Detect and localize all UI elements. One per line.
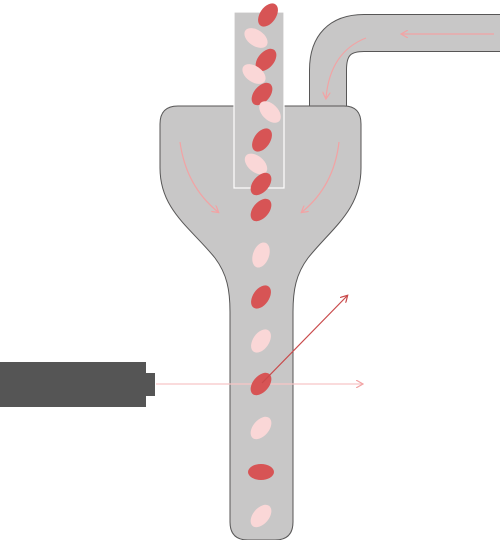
cell-light [250, 416, 272, 440]
cell-light [244, 28, 268, 48]
cell-dark [251, 285, 271, 309]
laser-body [0, 362, 146, 407]
laser-nozzle [146, 373, 155, 396]
cell-dark [252, 128, 272, 152]
flow-chamber [159, 105, 362, 540]
sheath-flow-arrows [179, 34, 494, 212]
cell-dark [251, 82, 273, 106]
cell-dark [250, 172, 272, 196]
cell-dark [255, 48, 277, 72]
sheath-inlet-pipe [309, 14, 500, 118]
cell-dark [258, 3, 278, 27]
right-swirl-arrow [302, 141, 340, 212]
elbow-flow-arrow [326, 37, 367, 98]
left-swirl-arrow [179, 141, 218, 212]
cell-light [251, 329, 271, 353]
cell-light [242, 64, 266, 84]
cell-dark [248, 464, 274, 480]
cell-light [252, 242, 270, 268]
laser-source [0, 362, 155, 407]
cell-light [259, 101, 281, 123]
cell-stream [242, 3, 281, 528]
cell-light [244, 153, 268, 175]
scattered-light-ray [261, 296, 347, 384]
cell-dark [250, 198, 272, 222]
cell-light [250, 504, 272, 528]
